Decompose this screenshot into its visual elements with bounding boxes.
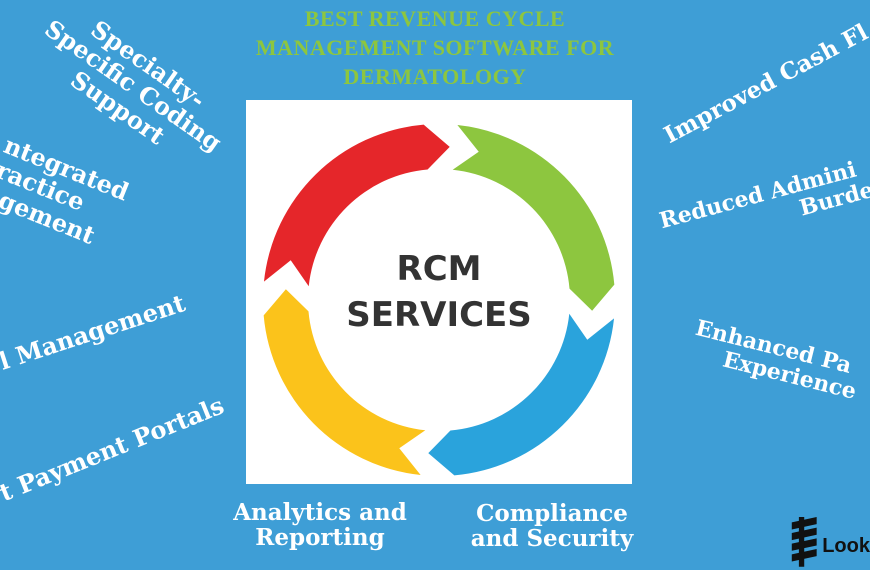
page-title: BEST REVENUE CYCLE MANAGEMENT SOFTWARE F…: [190, 4, 680, 91]
title-line-2: MANAGEMENT SOFTWARE FOR: [255, 35, 615, 60]
label-admin-burden: Reduced Admini Burden: [656, 156, 870, 235]
arc-yellow-segment: [263, 289, 426, 476]
rcm-cycle-diagram: RCM SERVICES: [263, 124, 615, 476]
label-claim-management: l Management: [0, 288, 189, 376]
label-analytics-reporting: Analytics and Reporting: [233, 499, 407, 552]
arc-blue-segment: [428, 313, 615, 476]
label-cash-flow: Improved Cash Fl: [659, 18, 870, 149]
label-patient-experience: Enhanced Pa Experience: [692, 315, 859, 406]
logo-text: Look: [822, 535, 870, 557]
title-line-1: BEST REVENUE CYCLE: [304, 6, 566, 31]
brand-logo: Look: [790, 508, 870, 570]
label-compliance-security: Compliance and Security: [470, 500, 634, 553]
label-payment-portals: t Payment Portals: [0, 390, 228, 508]
center-label-rcm: RCM: [397, 249, 482, 289]
arc-green-segment: [452, 124, 615, 311]
arc-red-segment: [263, 124, 450, 287]
logo-mark-icon: [791, 517, 817, 567]
rcm-cycle-panel: RCM SERVICES: [246, 100, 632, 484]
title-line-3: DERMATOLOGY: [343, 64, 527, 89]
label-integrated-practice: ntegrated ractice agement: [0, 130, 134, 250]
center-label-services: SERVICES: [346, 295, 532, 335]
